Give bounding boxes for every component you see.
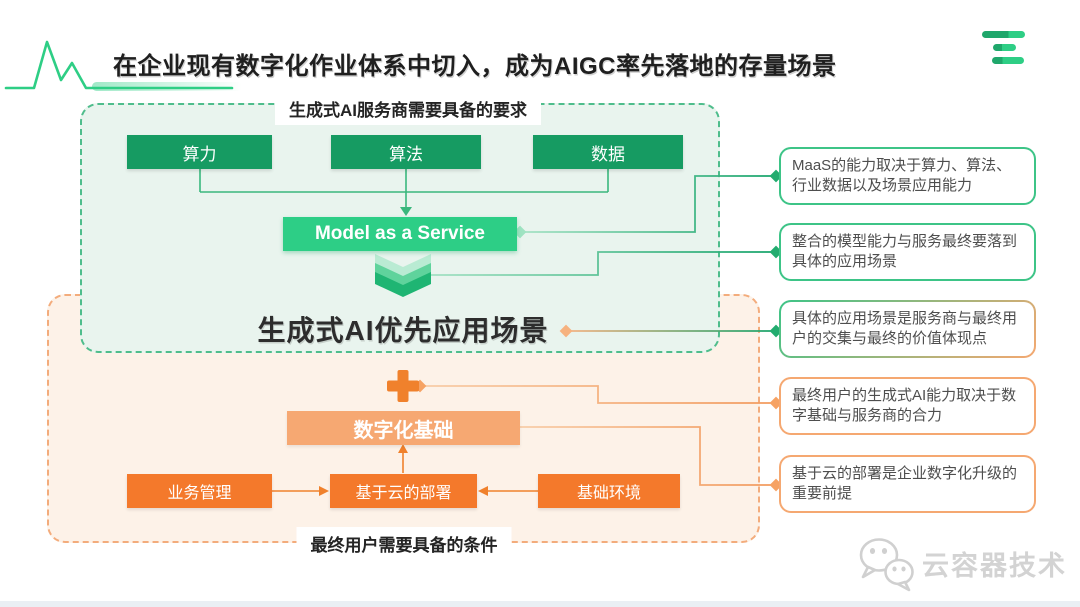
box-cloud-deployment: 基于云的部署: [330, 474, 477, 508]
callout-cloud-premise: 基于云的部署是企业数字化升级的重要前提: [779, 455, 1036, 513]
scene-title: 生成式AI优先应用场景: [257, 315, 549, 346]
watermark: 云容器技术: [856, 534, 1067, 592]
title-underline-accent: [92, 82, 242, 91]
callout-text: MaaS的能力取决于算力、算法、行业数据以及场景应用能力: [781, 149, 1034, 203]
box-infrastructure: 基础环境: [538, 474, 680, 508]
end-user-panel-label: 最终用户需要具备的条件: [296, 527, 512, 560]
pulse-line-logo: [4, 40, 234, 90]
box-compute-power: 算力: [127, 135, 272, 169]
callout-text: 具体的应用场景是服务商与最终用户的交集与最终的价值体现点: [781, 302, 1034, 356]
wechat-icon: [859, 538, 914, 592]
box-digital-base: 数字化基础: [287, 411, 520, 445]
callout-model-to-scene: 整合的模型能力与服务最终要落到具体的应用场景: [779, 223, 1036, 281]
box-model-as-a-service: Model as a Service: [283, 217, 517, 251]
callout-text: 整合的模型能力与服务最终要落到具体的应用场景: [781, 225, 1034, 279]
callout-text: 基于云的部署是企业数字化升级的重要前提: [781, 457, 1034, 511]
box-algorithm: 算法: [331, 135, 481, 169]
brand-bars-icon: [993, 44, 1016, 51]
callout-text: 最终用户的生成式AI能力取决于数字基础与服务商的合力: [781, 379, 1034, 433]
watermark-text: 云容器技术: [922, 550, 1067, 581]
callout-user-ai-capability: 最终用户的生成式AI能力取决于数字基础与服务商的合力: [779, 377, 1036, 435]
box-data: 数据: [533, 135, 683, 169]
box-business-management: 业务管理: [127, 474, 272, 508]
slide-bottom-edge: [0, 601, 1080, 607]
brand-bars-icon: [982, 31, 1025, 38]
brand-bars-icon: [992, 57, 1024, 64]
slide-title: 在企业现有数字化作业体系中切入，成为AIGC率先落地的存量场景: [113, 53, 837, 80]
provider-panel-label: 生成式AI服务商需要具备的要求: [275, 92, 541, 125]
callout-scene-value: 具体的应用场景是服务商与最终用户的交集与最终的价值体现点: [779, 300, 1036, 358]
callout-maas-capability: MaaS的能力取决于算力、算法、行业数据以及场景应用能力: [779, 147, 1036, 205]
